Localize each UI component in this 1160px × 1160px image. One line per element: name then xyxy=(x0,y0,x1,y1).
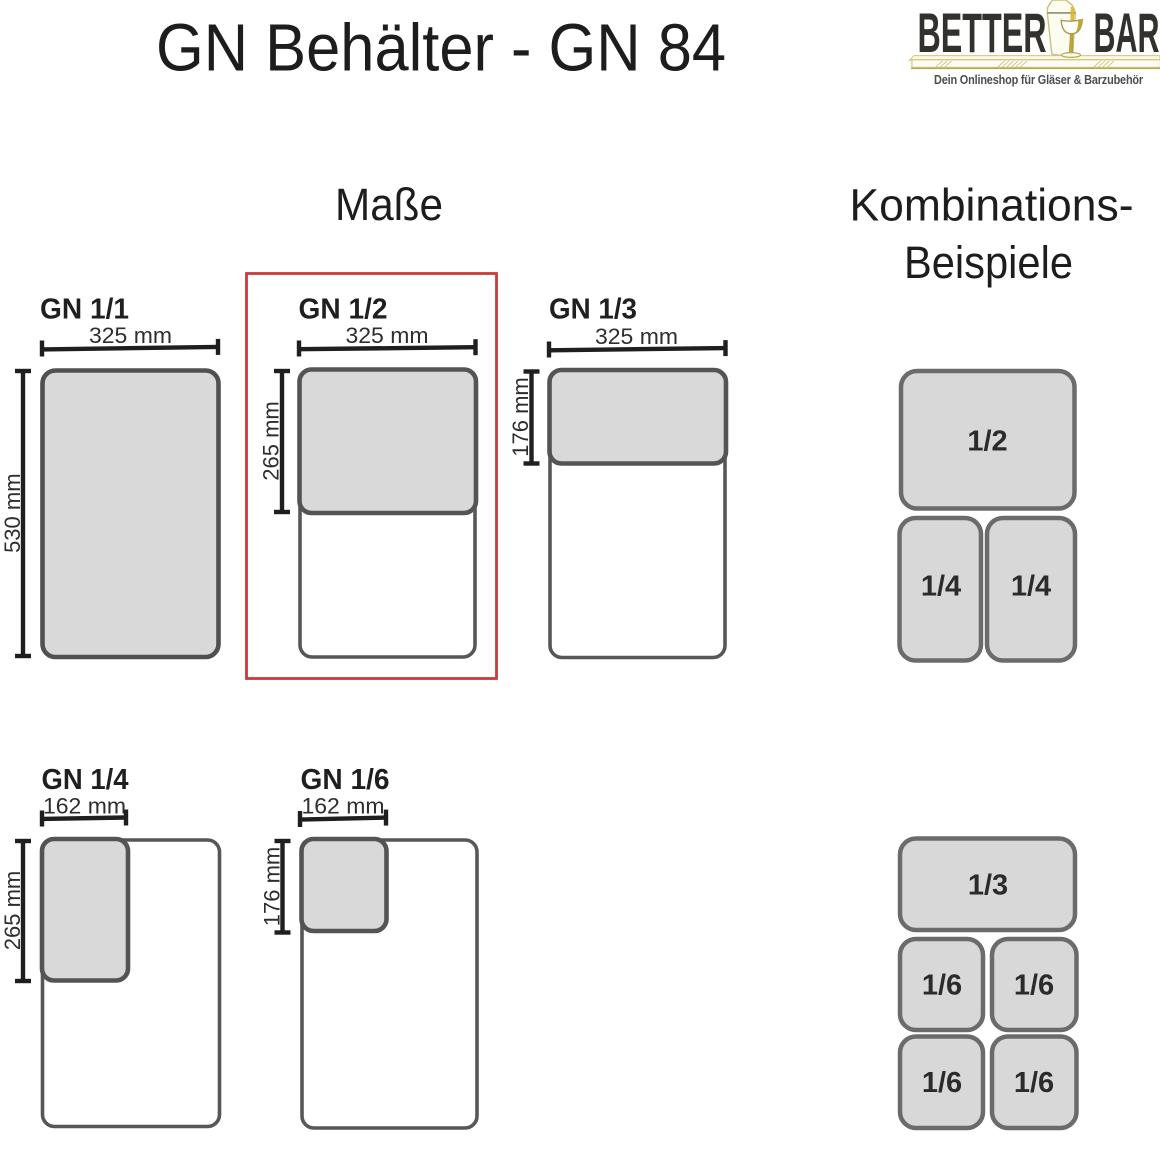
svg-text:BETTER: BETTER xyxy=(918,2,1047,64)
svg-text:325 mm: 325 mm xyxy=(595,324,678,349)
svg-text:1/4: 1/4 xyxy=(1011,571,1051,603)
svg-text:GN Behälter - GN 84: GN Behälter - GN 84 xyxy=(156,11,726,85)
svg-text:162 mm: 162 mm xyxy=(43,793,126,818)
svg-text:1/3: 1/3 xyxy=(968,870,1008,902)
svg-text:Maße: Maße xyxy=(335,179,443,230)
svg-text:325 mm: 325 mm xyxy=(346,323,429,348)
svg-text:265 mm: 265 mm xyxy=(0,871,25,950)
svg-text:162 mm: 162 mm xyxy=(302,794,385,819)
svg-text:GN 1/4: GN 1/4 xyxy=(42,764,129,796)
svg-text:1/2: 1/2 xyxy=(967,426,1007,458)
svg-text:1/6: 1/6 xyxy=(922,970,962,1002)
svg-text:GN 1/3: GN 1/3 xyxy=(549,293,637,325)
svg-text:GN 1/1: GN 1/1 xyxy=(40,293,129,325)
svg-text:Dein Onlineshop für Gläser & B: Dein Onlineshop für Gläser & Barzubehör xyxy=(934,72,1143,87)
svg-text:265 mm: 265 mm xyxy=(259,401,284,480)
svg-text:325 mm: 325 mm xyxy=(89,323,172,348)
svg-text:1/6: 1/6 xyxy=(1014,1067,1054,1099)
svg-text:530 mm: 530 mm xyxy=(0,473,25,552)
svg-text:1/6: 1/6 xyxy=(1014,970,1054,1002)
svg-text:GN 1/2: GN 1/2 xyxy=(299,293,388,325)
svg-text:1/4: 1/4 xyxy=(921,571,961,603)
svg-text:1/6: 1/6 xyxy=(922,1067,962,1099)
svg-text:176 mm: 176 mm xyxy=(259,847,284,926)
svg-text:176 mm: 176 mm xyxy=(508,377,533,456)
svg-text:Beispiele: Beispiele xyxy=(904,237,1073,288)
svg-text:Kombinations-: Kombinations- xyxy=(850,179,1134,230)
svg-text:GN 1/6: GN 1/6 xyxy=(301,764,390,796)
svg-text:BAR: BAR xyxy=(1094,2,1160,64)
